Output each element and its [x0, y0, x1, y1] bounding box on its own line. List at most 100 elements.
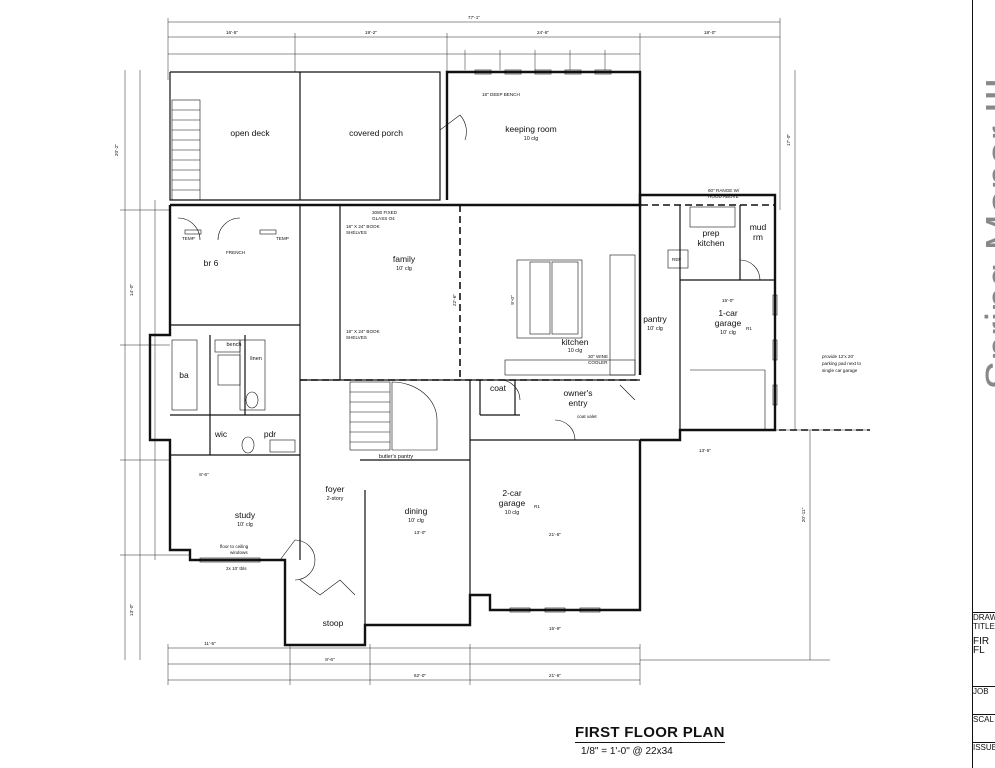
label-mud-rm: rm — [753, 232, 763, 242]
dim-kitchen: 9'-0" — [510, 295, 516, 305]
interior-dimensions: 22'-6" 9'-0" 15'-0" 8'-6" 13'-0" 21'-6" … — [199, 294, 734, 632]
label-entry: entry — [569, 398, 589, 408]
dim-left-2: 14'-0" — [129, 284, 135, 297]
note-fixed-glass: 3080 FIXED — [372, 210, 398, 215]
label-kitchen: kitchen — [562, 337, 589, 347]
door-swings — [177, 114, 761, 596]
label-family-clg: 10' clg — [396, 266, 412, 272]
stair-main — [349, 381, 438, 451]
dim-top-1: 16'-5" — [226, 30, 239, 36]
dim-top-3: 24'-6" — [537, 30, 550, 36]
title-block-issue: ISSUE — [973, 742, 995, 752]
dim-top-2: 19'-2" — [365, 30, 378, 36]
dim-garage-1: 21'-6" — [549, 532, 562, 538]
note-r1-1car: R1 — [746, 326, 752, 331]
note-wine-cooler: 30" WINE — [588, 354, 608, 359]
dim-top-4: 18'-0" — [704, 30, 717, 36]
note-window-3: 2x 10' tbls — [226, 566, 247, 571]
note-temp-2: TEMP — [276, 236, 289, 241]
sheet-title-strip — [972, 0, 995, 768]
tb-scale-label: SCAL — [973, 715, 994, 724]
dim-left-1: 20'-2" — [114, 144, 120, 157]
dim-right-2: 20'-11" — [801, 507, 807, 522]
top-dimensions: 77'-1" 16'-5" 19'-2" 24'-6" 18'-0" — [167, 15, 781, 210]
note-temp-1: TEMP — [182, 236, 195, 241]
label-1car-garage: garage — [715, 318, 742, 328]
dim-study: 8'-6" — [199, 472, 209, 478]
label-br6: br 6 — [204, 258, 219, 268]
dim-left-3: 13'-0" — [129, 604, 135, 617]
plan-title-block: FIRST FLOOR PLAN 1/8" = 1'-0" @ 22x34 — [575, 724, 775, 757]
label-study: study — [235, 510, 256, 520]
note-fixed-glass-b: GLASS O4 — [372, 216, 395, 221]
label-prep: prep — [702, 228, 719, 238]
note-coat-valet: coat valet — [577, 414, 597, 419]
tb-draw-title-2: FL — [973, 645, 985, 656]
dim-1car: 15'-0" — [722, 298, 735, 304]
dim-family: 22'-6" — [452, 294, 458, 307]
plan-notes: 18" DEEP BENCH 18" X 24" BOOK SHELVES 18… — [182, 92, 862, 571]
label-butlers-pantry: butler's pantry — [379, 454, 414, 460]
label-prep-kitchen: kitchen — [698, 238, 725, 248]
kitchen-fixtures — [171, 206, 766, 454]
stair-rear — [171, 99, 201, 201]
note-r1-garage: R1 — [534, 504, 540, 509]
label-open-deck: open deck — [230, 128, 270, 138]
title-block-job: JOB — [973, 686, 995, 696]
label-2car: 2-car — [502, 488, 522, 498]
note-parking-1: provide 12'x 20' — [822, 354, 854, 359]
label-stoop: stoop — [323, 618, 344, 628]
label-keeping-room: keeping room — [505, 124, 557, 134]
note-wine-cooler-b: COOLER — [588, 360, 608, 365]
label-owners: owner's — [563, 388, 592, 398]
note-french: FRENCH — [226, 250, 245, 255]
note-range-hood-b: HOOD ABOVE — [708, 194, 739, 199]
title-block-drawing-title: DRAW TITLE FIR FL — [973, 612, 995, 655]
label-1car-clg: 10' clg — [720, 330, 736, 336]
bottom-dimensions: 11'-5" 8'-6" 62'-0" 21'-6" — [167, 641, 641, 685]
plan-scale: 1/8" = 1'-0" @ 22x34 — [581, 746, 673, 757]
note-parking-2: parking pad next to — [822, 361, 862, 366]
label-mud: mud — [750, 222, 767, 232]
note-deep-bench: 18" DEEP BENCH — [482, 92, 520, 97]
label-1car: 1-car — [718, 308, 738, 318]
note-window-1: floor to ceiling — [220, 544, 249, 549]
tb-draw-title-1: FIR — [973, 636, 990, 647]
note-book-shelves-2b: SHELVES — [346, 335, 367, 340]
note-parking-3: single car garage — [822, 368, 858, 373]
room-labels: open deck covered porch keeping room 10 … — [179, 124, 766, 628]
note-book-shelves-2: 18" X 24" BOOK — [346, 329, 381, 334]
label-linen: linen — [250, 356, 262, 362]
label-coat: coat — [490, 383, 507, 393]
left-dimensions: 20'-2" 14'-0" 13'-0" — [114, 70, 190, 660]
note-book-shelves-1b: SHELVES — [346, 230, 367, 235]
note-window-2: windows — [230, 550, 248, 555]
note-book-shelves-1: 18" X 24" BOOK — [346, 224, 381, 229]
tb-issue-label: ISSUE — [973, 743, 995, 752]
label-dining: dining — [405, 506, 428, 516]
plan-title: FIRST FLOOR PLAN — [575, 724, 725, 743]
tb-draw-label-1: DRAW — [973, 613, 995, 622]
dim-bottom-4: 21'-6" — [549, 673, 562, 679]
label-bath: ba — [179, 370, 189, 380]
note-range-hood: 60" RANGE W/ — [708, 188, 740, 193]
dim-garage-3: 15'-9" — [549, 626, 562, 632]
label-dining-clg: 10' clg — [408, 518, 424, 524]
label-pantry: pantry — [643, 314, 667, 324]
label-bench: bench — [227, 342, 242, 348]
beam-lines — [300, 204, 870, 431]
tb-draw-label-2: TITLE — [973, 622, 995, 631]
dim-garage-2: 13'-5" — [699, 448, 712, 454]
label-pantry-clg: 10' clg — [647, 326, 663, 332]
label-2car-garage: garage — [499, 498, 526, 508]
label-kitchen-clg: 10 clg — [568, 348, 583, 354]
label-wic: wic — [214, 429, 228, 439]
label-foyer-sub: 2-story — [327, 496, 344, 502]
dim-overall: 77'-1" — [468, 15, 481, 21]
label-study-clg: 10' clg — [237, 522, 253, 528]
windows — [184, 69, 778, 613]
dim-bottom-3: 62'-0" — [414, 673, 427, 679]
note-ref: REF — [672, 257, 681, 262]
label-foyer: foyer — [326, 484, 345, 494]
